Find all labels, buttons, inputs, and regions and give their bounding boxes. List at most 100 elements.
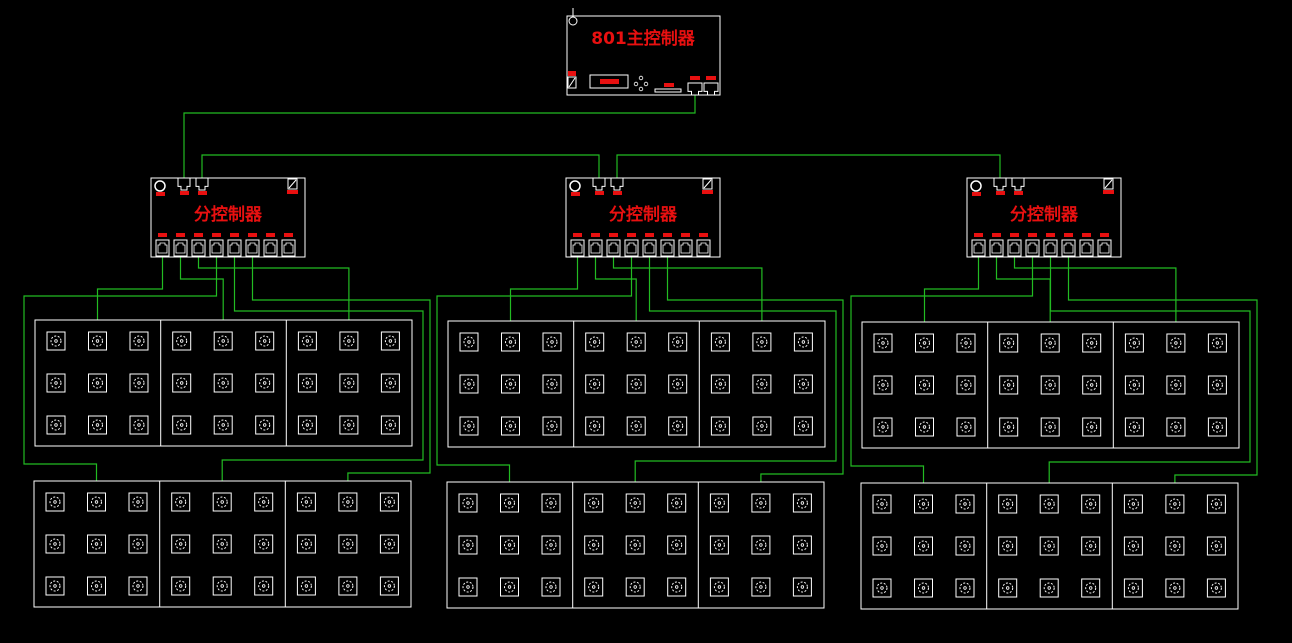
module-frame <box>710 332 730 352</box>
signal-wire <box>221 256 424 481</box>
port-outline <box>696 239 711 257</box>
module-lens-ring <box>713 581 725 593</box>
led-module-icon <box>999 417 1019 437</box>
led-module-icon <box>1123 494 1143 514</box>
led-module-icon <box>171 492 191 512</box>
module-lens-center <box>466 543 470 547</box>
led-module-icon <box>500 535 519 555</box>
module-frame <box>45 534 65 554</box>
led-module-icon <box>1206 494 1226 514</box>
signal-wire <box>923 256 980 322</box>
output-port-1 <box>570 239 585 257</box>
module-lens-center <box>922 341 927 345</box>
output-port-6 <box>245 239 260 257</box>
module-frame <box>1166 375 1186 395</box>
module-lens-ring <box>1127 498 1139 510</box>
module-lens-ring <box>959 498 971 510</box>
module-lens-ring <box>301 419 313 431</box>
output-port-led <box>627 233 636 237</box>
module-lens-ring <box>756 378 768 390</box>
module-lens-ring <box>342 538 354 550</box>
led-module-icon <box>379 492 399 512</box>
module-frame <box>1040 333 1060 353</box>
led-module-icon <box>171 576 191 596</box>
led-module-icon <box>998 578 1018 598</box>
led-module-icon <box>1040 417 1060 437</box>
module-lens-ring <box>217 335 229 347</box>
module-lens-center <box>54 381 58 385</box>
module-frame <box>458 535 478 555</box>
indicator-led <box>664 83 674 87</box>
module-lens-ring <box>1128 421 1140 433</box>
led-module-icon <box>380 331 400 351</box>
module-lens-center <box>507 585 512 589</box>
module-lens-center <box>346 500 350 504</box>
port-outline <box>245 239 260 257</box>
module-frame <box>915 375 934 395</box>
module-lens-center <box>1132 341 1137 345</box>
module-frame <box>129 331 149 351</box>
module-frame <box>667 535 687 555</box>
module-lens-center <box>1047 586 1051 590</box>
module-lens-center <box>1088 586 1093 590</box>
led-module-icon <box>793 416 813 436</box>
module-frame <box>710 416 730 436</box>
led-module-icon <box>1165 494 1185 514</box>
module-frame <box>338 534 358 554</box>
module-frame <box>999 333 1019 353</box>
led-module-icon <box>212 492 232 512</box>
module-lens-center <box>1047 502 1051 506</box>
led-module-icon <box>459 374 479 394</box>
led-module-icon <box>501 374 520 394</box>
led-module-icon <box>1040 333 1060 353</box>
module-lens-ring <box>1169 498 1181 510</box>
module-frame <box>1039 494 1059 514</box>
led-module-icon <box>1081 536 1101 556</box>
module-lens-center <box>220 500 224 504</box>
module-lens-ring <box>259 419 271 431</box>
led-module-icon <box>45 576 65 596</box>
module-frame <box>1040 375 1060 395</box>
module-frame <box>87 576 106 596</box>
module-lens-ring <box>1003 421 1015 433</box>
output-port-8 <box>1097 239 1112 257</box>
module-lens-ring <box>1085 582 1097 594</box>
port-socket <box>662 242 673 254</box>
module-frame <box>45 576 65 596</box>
led-module-icon <box>541 493 561 513</box>
output-port-4 <box>1025 239 1040 257</box>
module-frame <box>1206 536 1226 556</box>
module-frame <box>1207 333 1227 353</box>
module-lens-center <box>593 340 597 344</box>
led-module-icon <box>338 492 358 512</box>
module-lens-ring <box>1044 421 1056 433</box>
module-frame <box>626 416 646 436</box>
led-module-icon <box>1207 417 1227 437</box>
module-lens-ring <box>545 497 557 509</box>
module-frame <box>339 331 359 351</box>
led-module-icon <box>338 576 358 596</box>
device-layer: 801主控制器分控制器分控制器分控制器 <box>33 8 1240 610</box>
port-outline <box>989 239 1004 257</box>
led-module-icon <box>956 333 976 353</box>
module-lens-ring <box>588 497 600 509</box>
module-lens-center <box>95 339 100 343</box>
led-module-icon <box>625 577 645 597</box>
port-outline <box>624 239 639 257</box>
module-frame <box>751 493 771 513</box>
module-lens-center <box>1214 586 1219 590</box>
output-port-7 <box>678 239 693 257</box>
module-frame <box>585 332 605 352</box>
module-lens-ring <box>1128 337 1140 349</box>
module-lens-ring <box>505 420 516 432</box>
display-readout <box>600 79 619 84</box>
module-lens-ring <box>960 379 972 391</box>
led-module-icon <box>1081 494 1101 514</box>
module-lens-center <box>1007 425 1011 429</box>
port-socket <box>229 242 240 254</box>
output-port-4 <box>209 239 224 257</box>
led-module-icon <box>88 373 107 393</box>
module-lens-ring <box>589 420 601 432</box>
module-lens-center <box>1007 383 1011 387</box>
module-frame <box>792 493 812 513</box>
